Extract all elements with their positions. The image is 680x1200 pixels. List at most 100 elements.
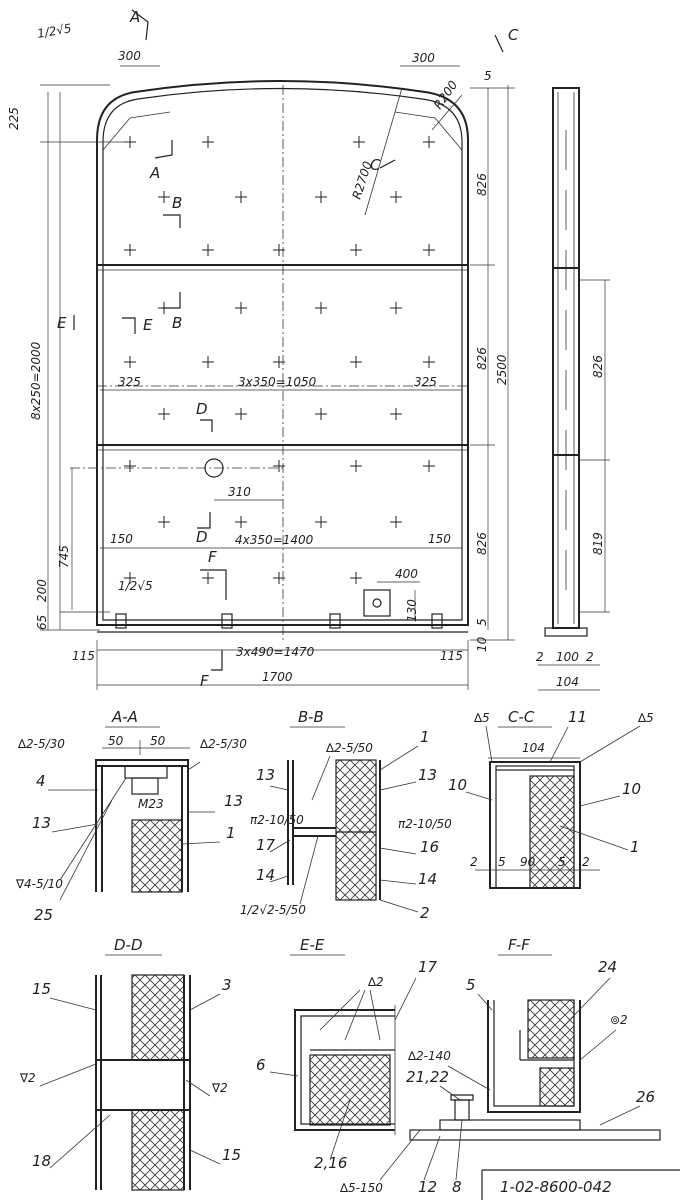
section-dd-insulation-upper [131,974,185,1061]
section-aa-dim-50-right: 50 [150,734,166,748]
section-bb-part-17: 17 [256,836,276,854]
section-ff-part-5: 5 [466,976,476,994]
section-cc-title: C-C [508,708,535,726]
section-cc-dim-2-right: 2 [582,855,590,869]
label-dim-826-upper: 826 [475,173,489,196]
section-ff-weld-circle: ⊚2 [610,1013,628,1027]
section-mark-d-upper: D [196,400,208,418]
lifting-hole [204,458,224,478]
drawing-number: 1-02-8600-042 [500,1178,612,1196]
section-dd-part-15-bottom: 15 [222,1146,241,1164]
section-bb: B-B ∆2-5/50 π2-10/50 π2-10/50 1/2√2-5/50… [240,708,452,922]
section-mark-f-upper: F [208,548,217,566]
gusset-left [102,111,171,151]
section-ff-weld-bottom: ∆5-150 [339,1181,383,1195]
section-aa-weld-left: ∆2-5/30 [17,737,65,751]
section-aa-weld-right: ∆2-5/30 [199,737,247,751]
section-ff-insulation-upper [527,999,575,1059]
label-dim-826-middle: 826 [475,347,489,370]
label-side-dim-100: 100 [556,650,579,664]
label-dim-826-lower: 826 [475,532,489,555]
label-dim-325-left: 325 [118,375,141,389]
section-dd-part-3: 3 [222,976,232,994]
section-cc-part-11: 11 [568,708,587,726]
bottom-lugs [115,613,443,629]
section-mark-a: A [149,164,160,182]
section-ff-part-12: 12 [418,1178,437,1196]
label-dim-400: 400 [395,567,418,581]
section-cc-part-10-left: 10 [448,776,467,794]
label-dim-4x350: 4x350=1400 [235,533,314,547]
frame-outer [96,80,469,626]
section-ff-part-24: 24 [598,958,617,976]
label-dim-130: 130 [405,599,419,622]
section-ff-part-26: 26 [636,1088,655,1106]
section-ff-title: F-F [508,936,530,954]
section-aa-part-13-left: 13 [32,814,51,832]
ground-plate [363,589,391,617]
ground-plate-hole [372,598,382,608]
section-ff-weld-mid: ∆2-140 [407,1049,451,1063]
label-dim-225: 225 [7,107,21,130]
section-cc-dim-2-left: 2 [470,855,478,869]
section-aa-insulation [131,819,183,893]
label-dim-325-right: 325 [414,375,437,389]
section-bb-weld-bottom: 1/2√2-5/50 [240,903,306,917]
label-dim-10: 10 [475,636,489,652]
label-dim-310: 310 [228,485,251,499]
section-ff: F-F ⊚2 ∆2-140 ∆5-150 24 5 21,22 26 12 8 [339,936,661,1196]
section-ff-insulation-lower [539,1067,575,1107]
section-ee-part-6: 6 [256,1056,266,1074]
section-aa-part-1: 1 [226,824,236,842]
side-view: 826 819 2 100 2 104 [536,87,610,691]
section-aa-weld-bottom: ∇4-5/10 [15,877,63,891]
title-block: 1-02-8600-042 [481,1169,680,1200]
label-side-dim-2-right: 2 [586,650,594,664]
section-bb-part-14-right: 14 [418,870,437,888]
frame-inner [102,87,463,621]
r200-leader [431,94,463,131]
label-dim-5-bottom: 5 [475,618,489,626]
section-cc-dim-90: 90 [520,855,536,869]
section-dd-title: D-D [114,936,143,954]
section-ee-title: E-E [300,936,325,954]
section-cc-dim-5-right: 5 [558,855,566,869]
section-mark-e-left: E [57,314,67,332]
label-weld-top-left: 1/2√5 [36,21,72,41]
label-dim-150-left: 150 [110,532,133,546]
label-dim-65: 65 [35,615,49,630]
label-dim-3x350: 3x350=1050 [238,375,317,389]
section-bb-part-13-left: 13 [256,766,275,784]
label-dim-top-right: 300 [412,51,435,65]
section-cc: C-C ∆5 ∆5 104 2 5 90 5 2 11 10 10 1 [448,708,654,889]
section-aa-part-25: 25 [34,906,53,924]
section-bb-weld-top: ∆2-5/50 [325,741,373,755]
section-mark-f-lower: F [200,672,209,690]
label-dim-2500: 2500 [495,354,509,385]
section-aa-title: A-A [111,708,138,726]
section-cc-part-10-right: 10 [622,780,641,798]
section-dd-weld-left: ∇2 [19,1071,36,1085]
section-bb-title: B-B [298,708,324,726]
section-mark-a-top: A [129,8,140,26]
section-mark-c: C [370,156,381,174]
section-cc-dim-5-left: 5 [498,855,506,869]
section-mark-b-upper: B [172,194,182,212]
section-bb-part-2: 2 [420,904,430,922]
section-aa-bolt: M23 [138,797,164,811]
section-bb-weld-right: π2-10/50 [398,817,452,831]
section-dd-part-18: 18 [32,1152,51,1170]
label-dim-150-right: 150 [428,532,451,546]
section-cc-insulation [529,775,575,889]
section-cc-weld-left: ∆5 [473,711,490,725]
front-view [40,9,515,690]
r2700-leader [364,87,403,216]
section-dd-weld-right: ∇2 [211,1081,228,1095]
section-aa-dim-50-left: 50 [108,734,124,748]
section-cc-weld-right: ∆5 [637,711,654,725]
label-side-dim-2-left: 2 [536,650,544,664]
section-ee-part-17: 17 [418,958,438,976]
label-dim-115-left: 115 [72,649,95,663]
section-dd-insulation-lower [131,1109,185,1191]
